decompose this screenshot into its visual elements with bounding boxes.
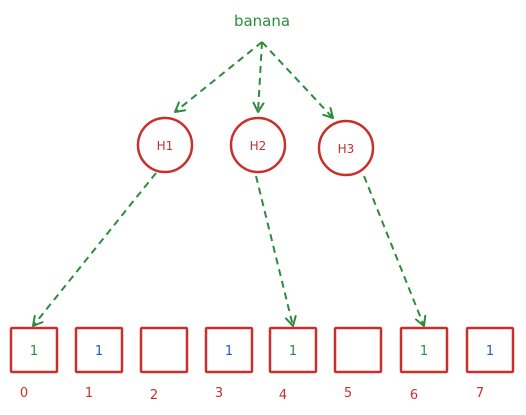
hash-node-label: H2 — [250, 139, 267, 153]
dashed-arrow — [363, 175, 427, 327]
bit-index-label: 1 — [85, 386, 93, 401]
bit-cell-box — [268, 326, 318, 374]
dashed-arrow — [174, 41, 263, 113]
hash-node-circle — [229, 116, 287, 174]
bit-index-label: 2 — [150, 388, 158, 403]
bit-index-label: 0 — [20, 386, 28, 401]
bit-cell: 10 — [9, 326, 59, 401]
bit-index-label: 5 — [344, 386, 352, 401]
dashed-arrow — [32, 172, 157, 327]
hash-node: H2 — [229, 116, 287, 174]
bit-cell-box — [9, 326, 59, 374]
bit-value: 1 — [225, 344, 233, 359]
bit-index-label: 3 — [215, 386, 223, 401]
bit-index-label: 4 — [279, 388, 287, 403]
bit-value: 1 — [30, 344, 38, 359]
hash-node: H1 — [136, 116, 194, 174]
bit-cell: 2 — [139, 326, 189, 403]
dashed-arrow — [261, 41, 334, 119]
bit-value: 1 — [486, 344, 494, 359]
bit-cell-box — [333, 326, 383, 374]
bit-cell-box — [399, 326, 449, 374]
bit-index-label: 7 — [476, 386, 484, 401]
bit-cell: 14 — [268, 326, 318, 403]
bit-cell: 5 — [333, 326, 383, 401]
bit-cell-box — [139, 326, 189, 374]
hash-node-label: H1 — [157, 139, 174, 153]
hash-functions: H1 H2 H3 — [136, 116, 375, 177]
bit-cell: 11 — [74, 326, 124, 401]
word-to-hash-arrows — [174, 41, 334, 119]
bit-value: 1 — [420, 344, 428, 359]
hash-node-circle — [136, 116, 194, 174]
bit-value: 1 — [95, 344, 103, 359]
hash-node-label: H3 — [338, 142, 355, 156]
bit-cell-box — [204, 326, 254, 374]
bit-cell-box — [74, 326, 124, 374]
bit-index-label: 6 — [410, 388, 418, 403]
bit-cell-box — [465, 326, 515, 374]
dashed-arrow — [252, 41, 265, 113]
bit-cell: 13 — [204, 326, 254, 401]
hash-node: H3 — [317, 119, 375, 177]
hash-node-circle — [317, 119, 375, 177]
bit-cell: 16 — [399, 326, 449, 403]
dashed-arrow — [255, 175, 297, 327]
bit-value: 1 — [289, 344, 297, 359]
bit-cell: 17 — [465, 326, 515, 401]
input-word: banana — [234, 12, 290, 30]
hash-to-bit-arrows — [32, 172, 427, 327]
